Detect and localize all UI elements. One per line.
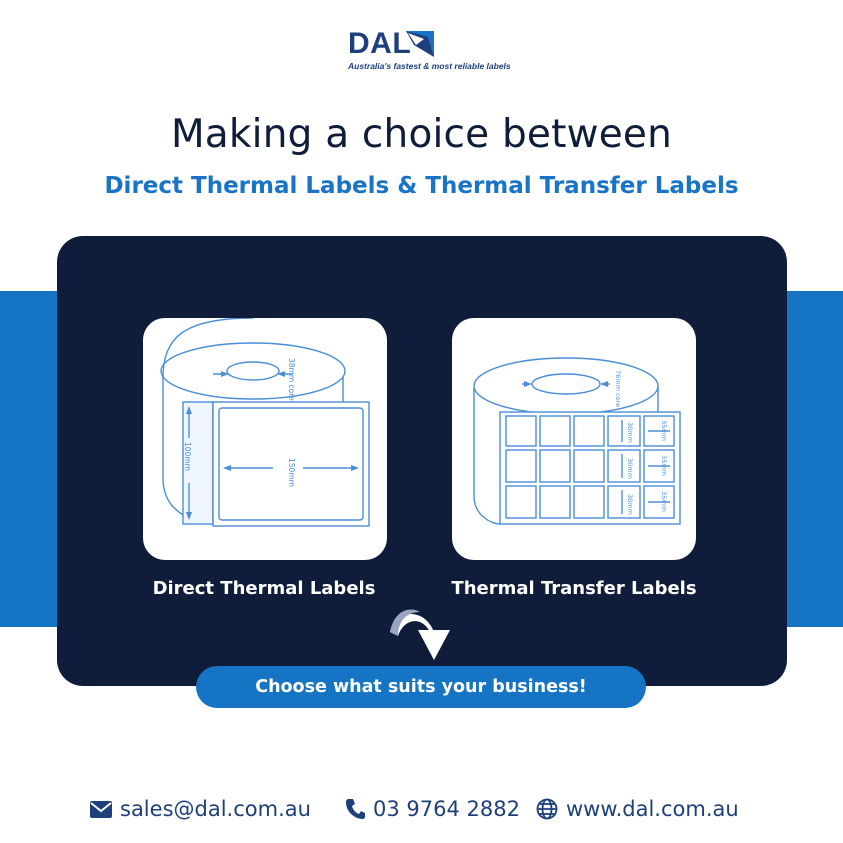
accent-band-left bbox=[0, 291, 58, 627]
logo-text: DAL bbox=[348, 27, 412, 60]
multi-label-roll-icon: 30mm 30mm 30mm 35mm 35mm 35mm 76mm core bbox=[473, 357, 681, 525]
core-dimension-label: 76mm core bbox=[614, 370, 622, 407]
logo-mark-icon bbox=[406, 31, 434, 57]
core-dimension-label: 38mm core bbox=[287, 358, 296, 401]
phone-text: 03 9764 2882 bbox=[373, 797, 520, 821]
website-link[interactable]: www.dal.com.au bbox=[536, 794, 739, 824]
page-title: Making a choice between bbox=[170, 112, 673, 157]
label-height-dimension-label: 35mm bbox=[660, 420, 668, 441]
accent-band-right bbox=[786, 291, 843, 627]
globe-icon bbox=[536, 798, 558, 820]
choose-business-button[interactable]: Choose what suits your business! bbox=[196, 666, 646, 708]
direct-thermal-label: Direct Thermal Labels bbox=[152, 578, 376, 599]
label-width-dimension-label: 30mm bbox=[626, 494, 634, 515]
email-text: sales@dal.com.au bbox=[120, 797, 311, 821]
website-text: www.dal.com.au bbox=[566, 797, 739, 821]
single-label-roll-icon: 150mm 100mm 38mm core bbox=[160, 318, 370, 527]
page-subtitle: Direct Thermal Labels & Thermal Transfer… bbox=[104, 173, 739, 199]
label-height-dimension-label: 35mm bbox=[660, 491, 668, 512]
thermal-transfer-label: Thermal Transfer Labels bbox=[451, 578, 697, 599]
envelope-icon bbox=[90, 800, 112, 818]
width-dimension-label: 100mm bbox=[183, 442, 192, 471]
email-link[interactable]: sales@dal.com.au bbox=[90, 794, 311, 824]
label-width-dimension-label: 30mm bbox=[626, 422, 634, 443]
phone-link[interactable]: 03 9764 2882 bbox=[345, 794, 520, 824]
logo: DAL Australia's fastest & most reliable … bbox=[348, 27, 511, 76]
label-height-dimension-label: 35mm bbox=[660, 455, 668, 476]
thermal-transfer-card: 30mm 30mm 30mm 35mm 35mm 35mm 76mm core bbox=[452, 318, 696, 560]
curved-arrow-down-icon bbox=[390, 609, 450, 660]
logo-tagline: Australia's fastest & most reliable labe… bbox=[348, 61, 511, 71]
label-width-dimension-label: 30mm bbox=[626, 458, 634, 479]
direct-thermal-card: 150mm 100mm 38mm core bbox=[143, 318, 387, 560]
length-dimension-label: 150mm bbox=[287, 458, 296, 487]
phone-icon bbox=[346, 799, 365, 819]
